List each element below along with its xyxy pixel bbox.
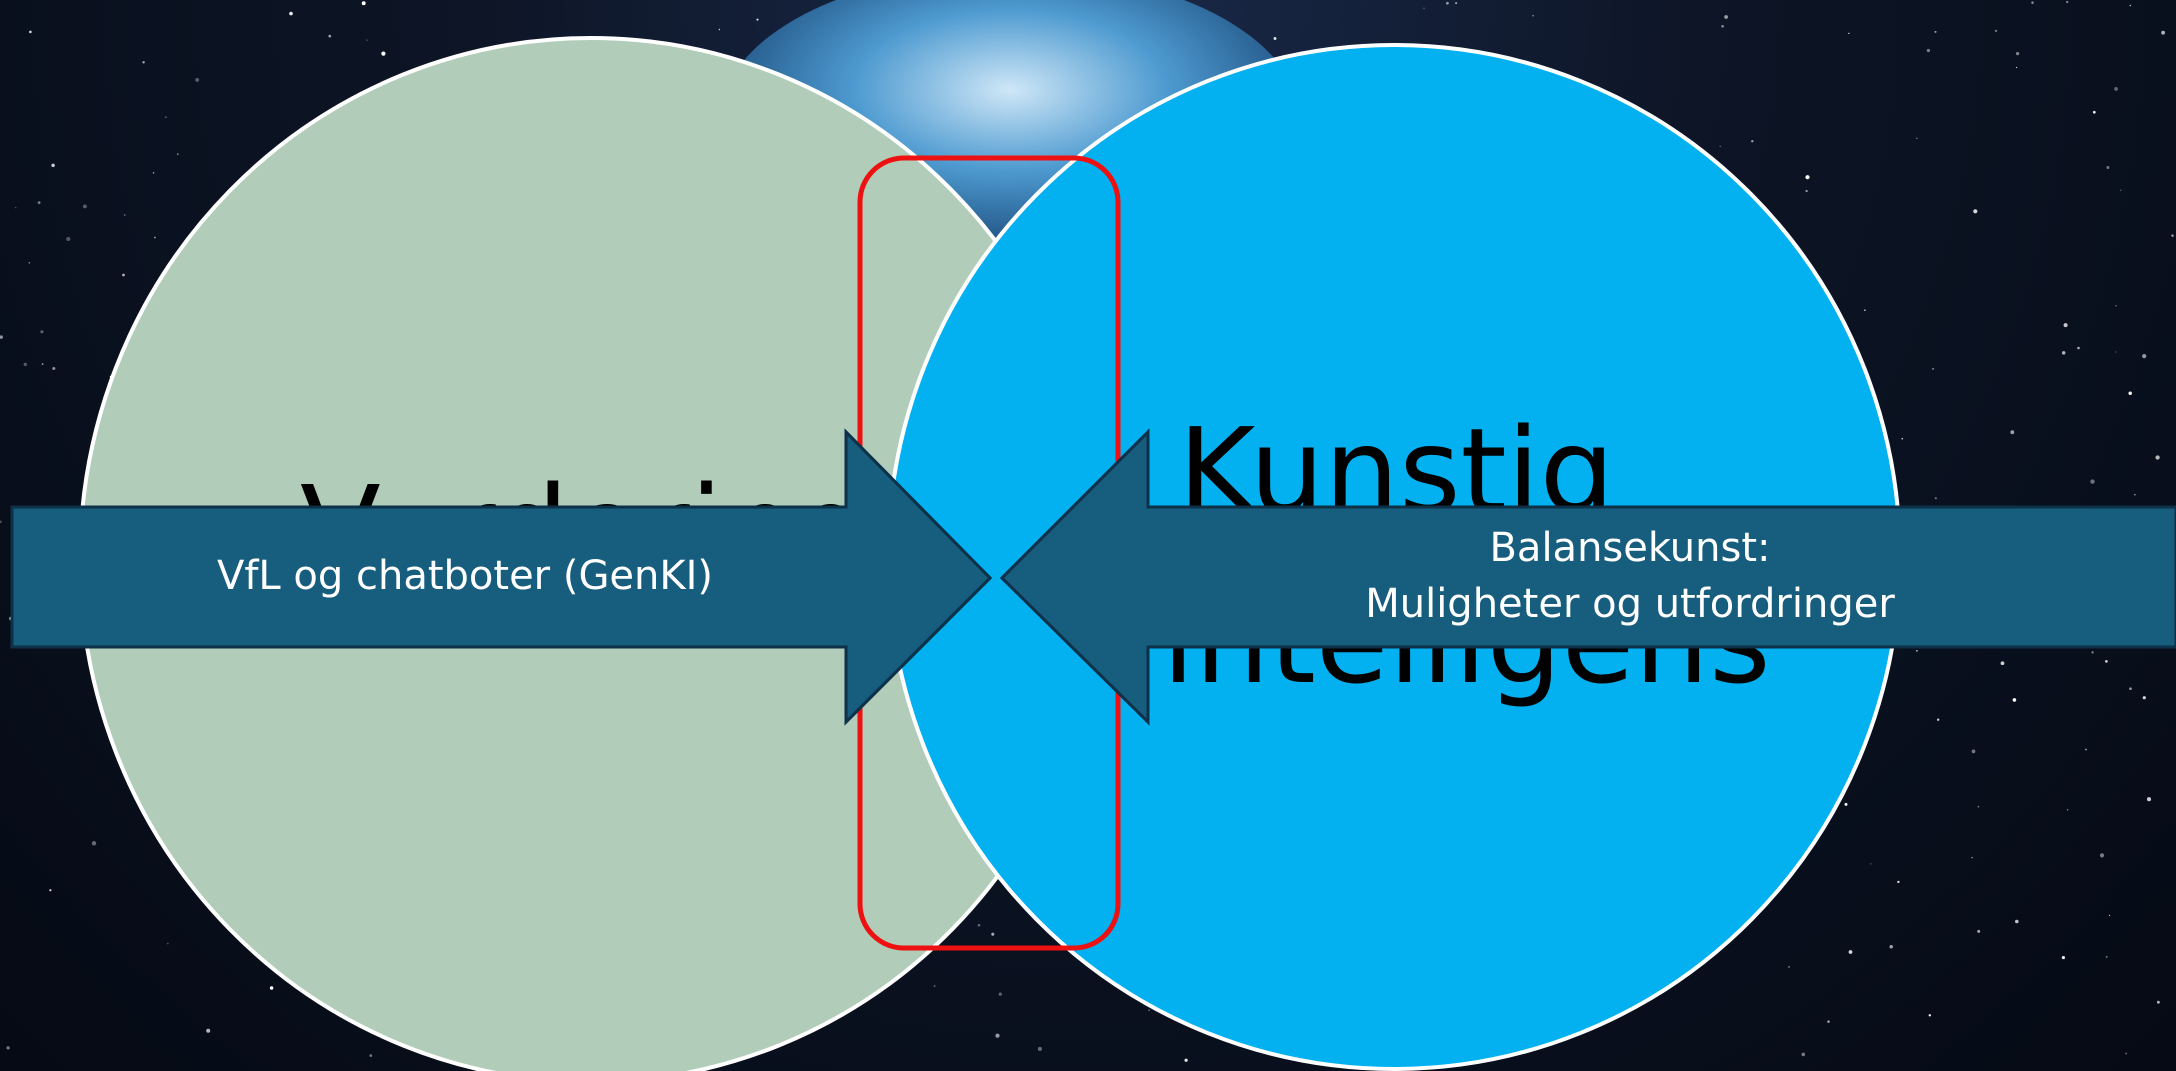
right-arrow-label: Balansekunst: Muligheter og utfordringer bbox=[1310, 520, 1950, 632]
left-arrow-label: VfL og chatboter (GenKI) bbox=[120, 548, 810, 604]
right-arrow-label-line1: Balansekunst: bbox=[1310, 520, 1950, 576]
right-arrow-label-line2: Muligheter og utfordringer bbox=[1310, 576, 1950, 632]
